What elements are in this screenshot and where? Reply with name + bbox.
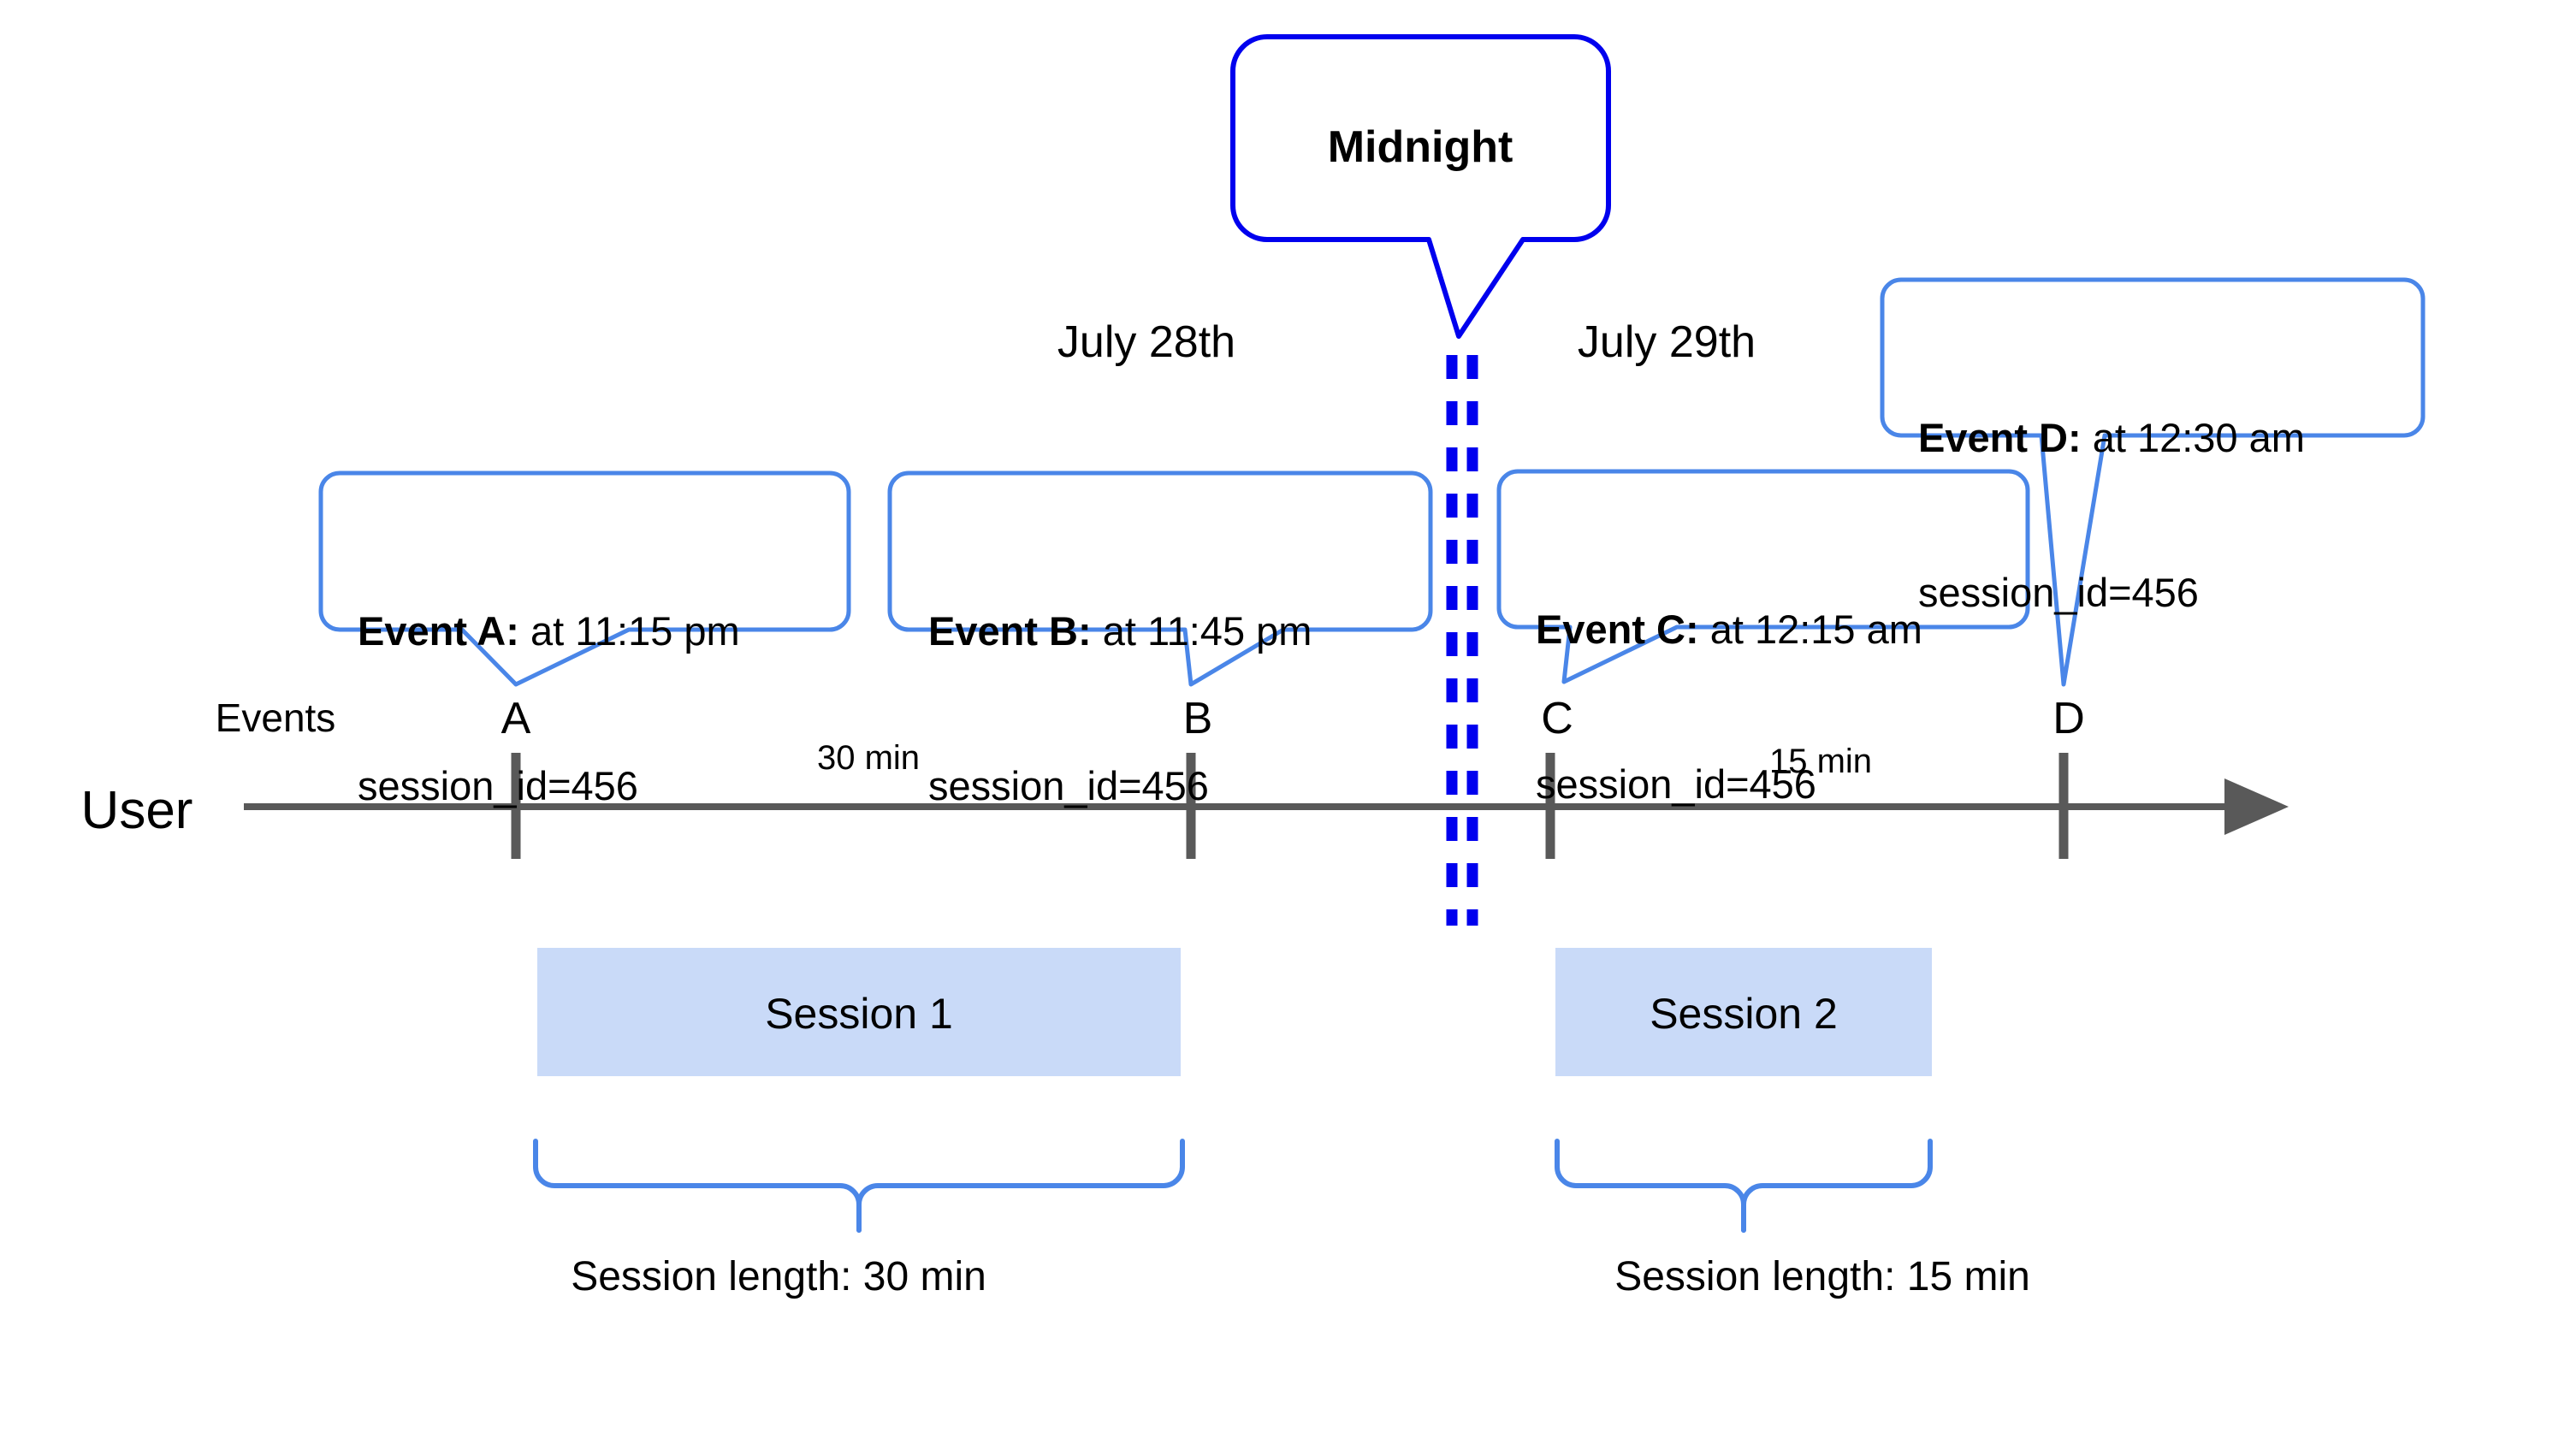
event-a-name: Event A: (358, 608, 519, 654)
session-2-brace (1555, 1139, 1933, 1233)
event-d-callout-text: Event D: at 12:30 am session_id=456 (1918, 310, 2305, 721)
session-1-brace (533, 1139, 1185, 1233)
event-a-session: session_id=456 (358, 762, 638, 808)
midnight-dashed-lines (1446, 355, 1478, 926)
event-b-session: session_id=456 (928, 762, 1209, 808)
session-1-length-label: Session length: 30 min (571, 1254, 986, 1299)
event-c-callout-shape (1496, 469, 2030, 684)
event-c-session: session_id=456 (1536, 761, 1816, 807)
date-label-july-29: July 29th (1577, 317, 1756, 367)
session-2-label: Session 2 (1650, 990, 1838, 1038)
row-label-events: Events (215, 695, 336, 740)
event-b-callout-text: Event B: at 11:45 pm session_id=456 (928, 503, 1312, 914)
duration-label-15min: 15 min (1768, 743, 1873, 780)
tick-label-c: C (1541, 694, 1573, 743)
timeline-axis (244, 778, 2289, 835)
midnight-label: Midnight (1327, 122, 1513, 172)
event-b-time: at 11:45 pm (1091, 608, 1312, 654)
event-b-callout-shape (887, 471, 1433, 687)
event-d-name: Event D: (1918, 415, 2082, 461)
event-d-callout-shape (1880, 277, 2426, 687)
event-a-time: at 11:15 pm (518, 608, 740, 654)
tick-label-d: D (2052, 694, 2085, 743)
tick-label-b: B (1182, 694, 1213, 743)
event-c-name: Event C: (1536, 607, 1699, 653)
event-d-time: at 12:30 am (2081, 415, 2305, 461)
event-c-time: at 12:15 am (1698, 607, 1922, 653)
event-a-callout-text: Event A: at 11:15 pm session_id=456 (358, 503, 740, 914)
event-c-callout-text: Event C: at 12:15 am session_id=456 (1536, 501, 1922, 913)
duration-label-30min: 30 min (816, 739, 921, 777)
event-d-session: session_id=456 (1918, 569, 2199, 615)
midnight-callout-shape (1230, 34, 1611, 339)
tick-label-a: A (501, 694, 531, 743)
date-label-july-28: July 28th (1057, 317, 1236, 367)
event-b-name: Event B: (928, 608, 1092, 654)
row-label-user: User (80, 781, 193, 840)
session-boxes (537, 948, 1932, 1076)
event-a-callout-shape (318, 471, 851, 687)
session-2-length-label: Session length: 15 min (1614, 1254, 2030, 1299)
session-1-label: Session 1 (765, 990, 953, 1038)
timeline-ticks (511, 753, 2069, 859)
